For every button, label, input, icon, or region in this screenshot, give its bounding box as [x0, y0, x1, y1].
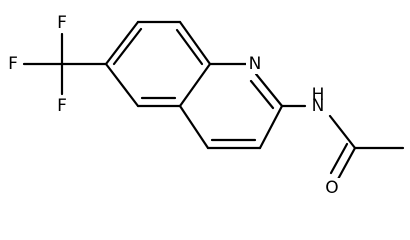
bond-co-o-double: [329, 142, 349, 175]
bond-c8-c8a-double: [175, 28, 204, 66]
svg-text:F: F: [57, 13, 67, 33]
bond-c8a-c4a: [178, 62, 212, 108]
bond-nh-co: [328, 114, 357, 150]
svg-text:N: N: [249, 54, 262, 74]
fluorine-left-atom: F: [5, 54, 21, 74]
svg-text:H: H: [312, 85, 325, 105]
carbonyl-oxygen-atom: O: [323, 178, 341, 198]
chemical-structure: F F F N H N O: [5, 13, 405, 198]
fluorine-bottom-atom: F: [54, 96, 70, 116]
svg-text:F: F: [8, 54, 18, 74]
amide-nh-group: H N: [309, 84, 327, 116]
fluorine-top-atom: F: [54, 13, 70, 33]
bond-n1-c2-double: [249, 79, 275, 110]
ring-nitrogen-atom: N: [246, 54, 264, 74]
bond-c8-c8a: [178, 20, 212, 66]
bond-c6-c7: [104, 20, 140, 66]
bond-co-o: [335, 146, 357, 183]
bond-n1-c2: [254, 72, 284, 108]
bond-c2-c3: [258, 104, 284, 150]
svg-text:N: N: [312, 96, 325, 116]
svg-text:F: F: [57, 96, 67, 116]
bond-c6-c7-double: [112, 27, 143, 66]
bond-c4-c4a: [178, 104, 210, 150]
bond-c5-c6: [104, 62, 140, 108]
svg-text:O: O: [325, 178, 338, 198]
